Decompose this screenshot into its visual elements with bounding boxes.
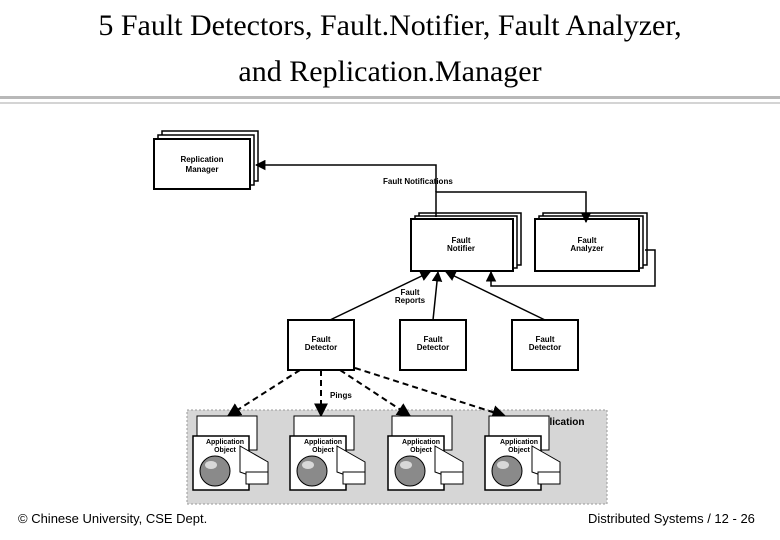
pings-connectors <box>226 367 507 419</box>
application-object-3-label-2: Object <box>410 447 432 454</box>
fault-detector-3-label-1: Fault <box>535 335 554 344</box>
fault-analyzer-label-1: Fault <box>577 236 596 245</box>
application-object-4-label-1: Application <box>500 439 538 446</box>
footer-page-number: Distributed Systems / 12 - 26 <box>588 511 755 526</box>
fault-detector-2-label-1: Fault <box>423 335 442 344</box>
application-object-4: Application Object <box>484 415 561 491</box>
application-object-3-label-1: Application <box>402 439 440 446</box>
application-object-3: Application Object <box>387 415 464 491</box>
replication-manager-box: Replication Manager <box>153 130 259 190</box>
footer-copyright: © Chinese University, CSE Dept. <box>18 511 208 526</box>
fault-analyzer-label-2: Analyzer <box>570 244 603 253</box>
slide-title-line-1: 5 Fault Detectors, Fault.Notifier, Fault… <box>98 9 682 42</box>
fault-notifier-label-1: Fault <box>451 236 470 245</box>
fault-notifier-label-2: Notifier <box>447 244 475 253</box>
title-divider <box>0 96 780 99</box>
fault-analyzer-box: Fault Analyzer <box>534 212 648 272</box>
slide-title-line-2: and Replication.Manager <box>238 55 542 88</box>
fault-detector-1-label-1: Fault <box>311 335 330 344</box>
application-object-2: Application Object <box>289 415 366 491</box>
application-object-1: Application Object <box>192 415 269 491</box>
fault-detector-1-label-2: Detector <box>305 343 337 352</box>
fault-detector-3-label-2: Detector <box>529 343 561 352</box>
fault-reports-connectors <box>329 270 546 321</box>
application-object-1-label-2: Object <box>214 447 236 454</box>
replication-manager-label-1: Replication <box>180 155 223 164</box>
replication-manager-label-2: Manager <box>186 165 219 174</box>
application-object-4-label-2: Object <box>508 447 530 454</box>
fault-detector-box-1: Fault Detector <box>287 319 355 371</box>
application-object-2-label-2: Object <box>312 447 334 454</box>
fault-detector-box-3: Fault Detector <box>511 319 579 371</box>
fault-notifications-connector <box>254 159 656 287</box>
fault-notifications-label: Fault Notifications <box>383 177 453 186</box>
application-object-2-label-1: Application <box>304 439 342 446</box>
title-divider-shadow <box>0 102 780 104</box>
pings-label: Pings <box>330 391 352 400</box>
application-object-1-label-1: Application <box>206 439 244 446</box>
fault-reports-label-2: Reports <box>395 296 426 305</box>
application-label: Application <box>530 417 584 428</box>
fault-detector-box-2: Fault Detector <box>399 319 467 371</box>
fault-reports-label-1: Fault <box>400 288 419 297</box>
fault-notifier-box: Fault Notifier <box>410 212 522 272</box>
fault-detector-2-label-2: Detector <box>417 343 449 352</box>
